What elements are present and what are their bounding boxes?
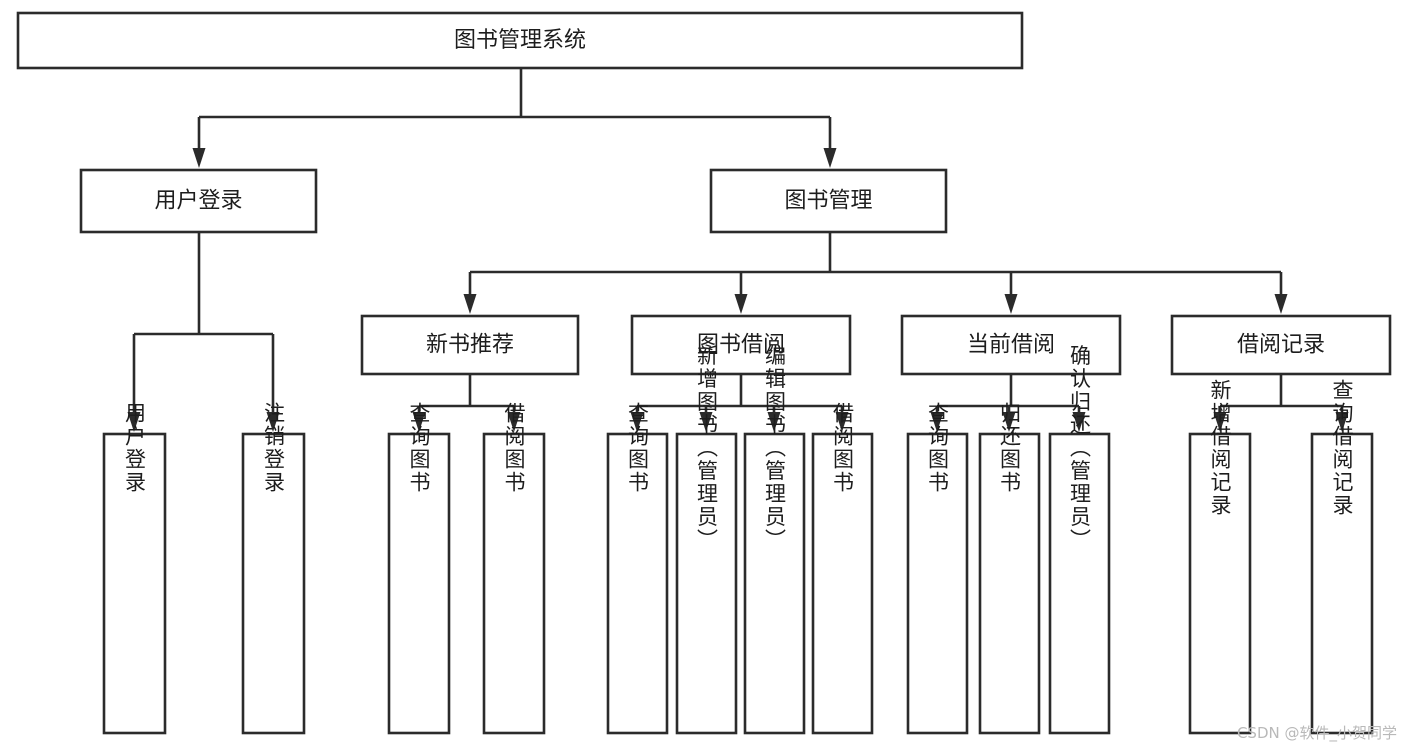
node-root[interactable]: 图书管理系统 [16,11,1024,70]
node-box-leaf-query-book-3 [906,432,969,735]
arrow-head-book-manage-drop-3 [1004,294,1018,314]
node-box-leaf-return-book [978,432,1041,735]
node-label-leaf-query-record: 查询借阅记录 [1330,379,1354,517]
node-leaf-add-book[interactable]: 新增图书（管理员） [675,345,738,735]
connector-layer [127,68,1349,432]
node-box-leaf-add-record [1188,432,1252,735]
node-leaf-user-login[interactable]: 用户登录 [102,402,167,735]
node-label-l2-user-login: 用户登录 [154,189,242,214]
node-l2-book-manage[interactable]: 图书管理 [709,168,948,234]
node-box-leaf-query-book-1 [387,432,451,735]
node-l2-user-login[interactable]: 用户登录 [79,168,318,234]
node-leaf-add-record[interactable]: 新增借阅记录 [1188,379,1252,735]
node-leaf-confirm-return[interactable]: 确认归还（管理员） [1048,345,1111,735]
node-box-leaf-query-book-2 [606,432,669,735]
arrow-head-current-drop-3 [1072,412,1086,432]
node-box-leaf-logout [241,432,306,735]
arrow-head-record-drop-2 [1335,412,1349,432]
arrow-head-root-to-user-login [192,148,206,168]
node-leaf-query-book-3[interactable]: 查询图书 [906,402,969,735]
node-box-root [16,11,1024,70]
node-leaf-query-book-2[interactable]: 查询图书 [606,402,669,735]
arrow-head-borrow-drop-1 [630,412,644,432]
arrow-head-book-manage-drop-4 [1274,294,1288,314]
node-l3-book-borrow[interactable]: 图书借阅 [630,314,852,376]
node-box-leaf-borrow-book-1 [482,432,546,735]
node-box-l2-user-login [79,168,318,234]
node-box-leaf-add-book [675,432,738,735]
node-box-l3-current-borrow [900,314,1122,376]
node-label-root: 图书管理系统 [454,28,586,53]
node-box-leaf-edit-book [743,432,806,735]
node-box-leaf-user-login [102,432,167,735]
arrow-head-user-login-drop-1 [127,412,141,432]
node-label-leaf-borrow-book-2: 借阅图书 [831,402,855,494]
node-box-l3-new-book-rec [360,314,580,376]
node-leaf-return-book[interactable]: 归还图书 [978,402,1041,735]
node-label-leaf-add-record: 新增借阅记录 [1208,379,1232,517]
node-l3-current-borrow[interactable]: 当前借阅 [900,314,1122,376]
node-label-leaf-edit-book: 编辑图书（管理员） [763,345,787,552]
arrow-head-borrow-drop-2 [699,412,713,432]
node-label-leaf-query-book-3: 查询图书 [926,402,950,494]
arrow-head-current-drop-2 [1002,412,1016,432]
csdn-watermark: CSDN @软件_小贺同学 [1236,724,1397,742]
node-box-l3-borrow-record [1170,314,1392,376]
node-leaf-borrow-book-1[interactable]: 借阅图书 [482,402,546,735]
node-label-leaf-confirm-return: 确认归还（管理员） [1068,345,1092,552]
arrow-head-borrow-drop-3 [767,412,781,432]
arrow-head-record-drop-1 [1213,412,1227,432]
arrow-head-borrow-drop-4 [835,412,849,432]
node-label-leaf-borrow-book-1: 借阅图书 [502,402,526,494]
node-label-leaf-query-book-1: 查询图书 [407,402,431,494]
node-label-l3-current-borrow: 当前借阅 [967,333,1055,358]
arrow-head-current-drop-1 [930,412,944,432]
node-l3-borrow-record[interactable]: 借阅记录 [1170,314,1392,376]
node-label-l2-book-manage: 图书管理 [784,189,872,214]
node-label-leaf-user-login: 用户登录 [123,402,147,494]
node-box-leaf-confirm-return [1048,432,1111,735]
node-label-l3-book-borrow: 图书借阅 [697,333,785,358]
node-label-l3-borrow-record: 借阅记录 [1237,333,1325,358]
arrow-head-book-manage-drop-1 [463,294,477,314]
arrow-head-new-book-drop-1 [412,412,426,432]
node-box-l2-book-manage [709,168,948,234]
node-box-leaf-borrow-book-2 [811,432,874,735]
node-box-leaf-query-record [1310,432,1374,735]
arrow-head-book-manage-drop-2 [734,294,748,314]
node-label-leaf-return-book: 归还图书 [998,402,1022,494]
arrow-head-root-to-book-manage [823,148,837,168]
node-l3-new-book-rec[interactable]: 新书推荐 [360,314,580,376]
node-label-leaf-add-book: 新增图书（管理员） [695,345,719,552]
node-leaf-logout[interactable]: 注销登录 [241,402,306,735]
node-label-leaf-query-book-2: 查询图书 [626,402,650,494]
node-label-l3-new-book-rec: 新书推荐 [426,333,514,358]
node-leaf-edit-book[interactable]: 编辑图书（管理员） [743,345,806,735]
arrow-head-new-book-drop-2 [507,412,521,432]
node-label-leaf-logout: 注销登录 [262,402,286,494]
node-leaf-query-record[interactable]: 查询借阅记录 [1310,379,1374,735]
node-leaf-borrow-book-2[interactable]: 借阅图书 [811,402,874,735]
node-layer: 图书管理系统用户登录图书管理新书推荐图书借阅当前借阅借阅记录用户登录注销登录查询… [16,11,1392,735]
node-leaf-query-book-1[interactable]: 查询图书 [387,402,451,735]
node-box-l3-book-borrow [630,314,852,376]
arrow-head-user-login-drop-2 [266,412,280,432]
